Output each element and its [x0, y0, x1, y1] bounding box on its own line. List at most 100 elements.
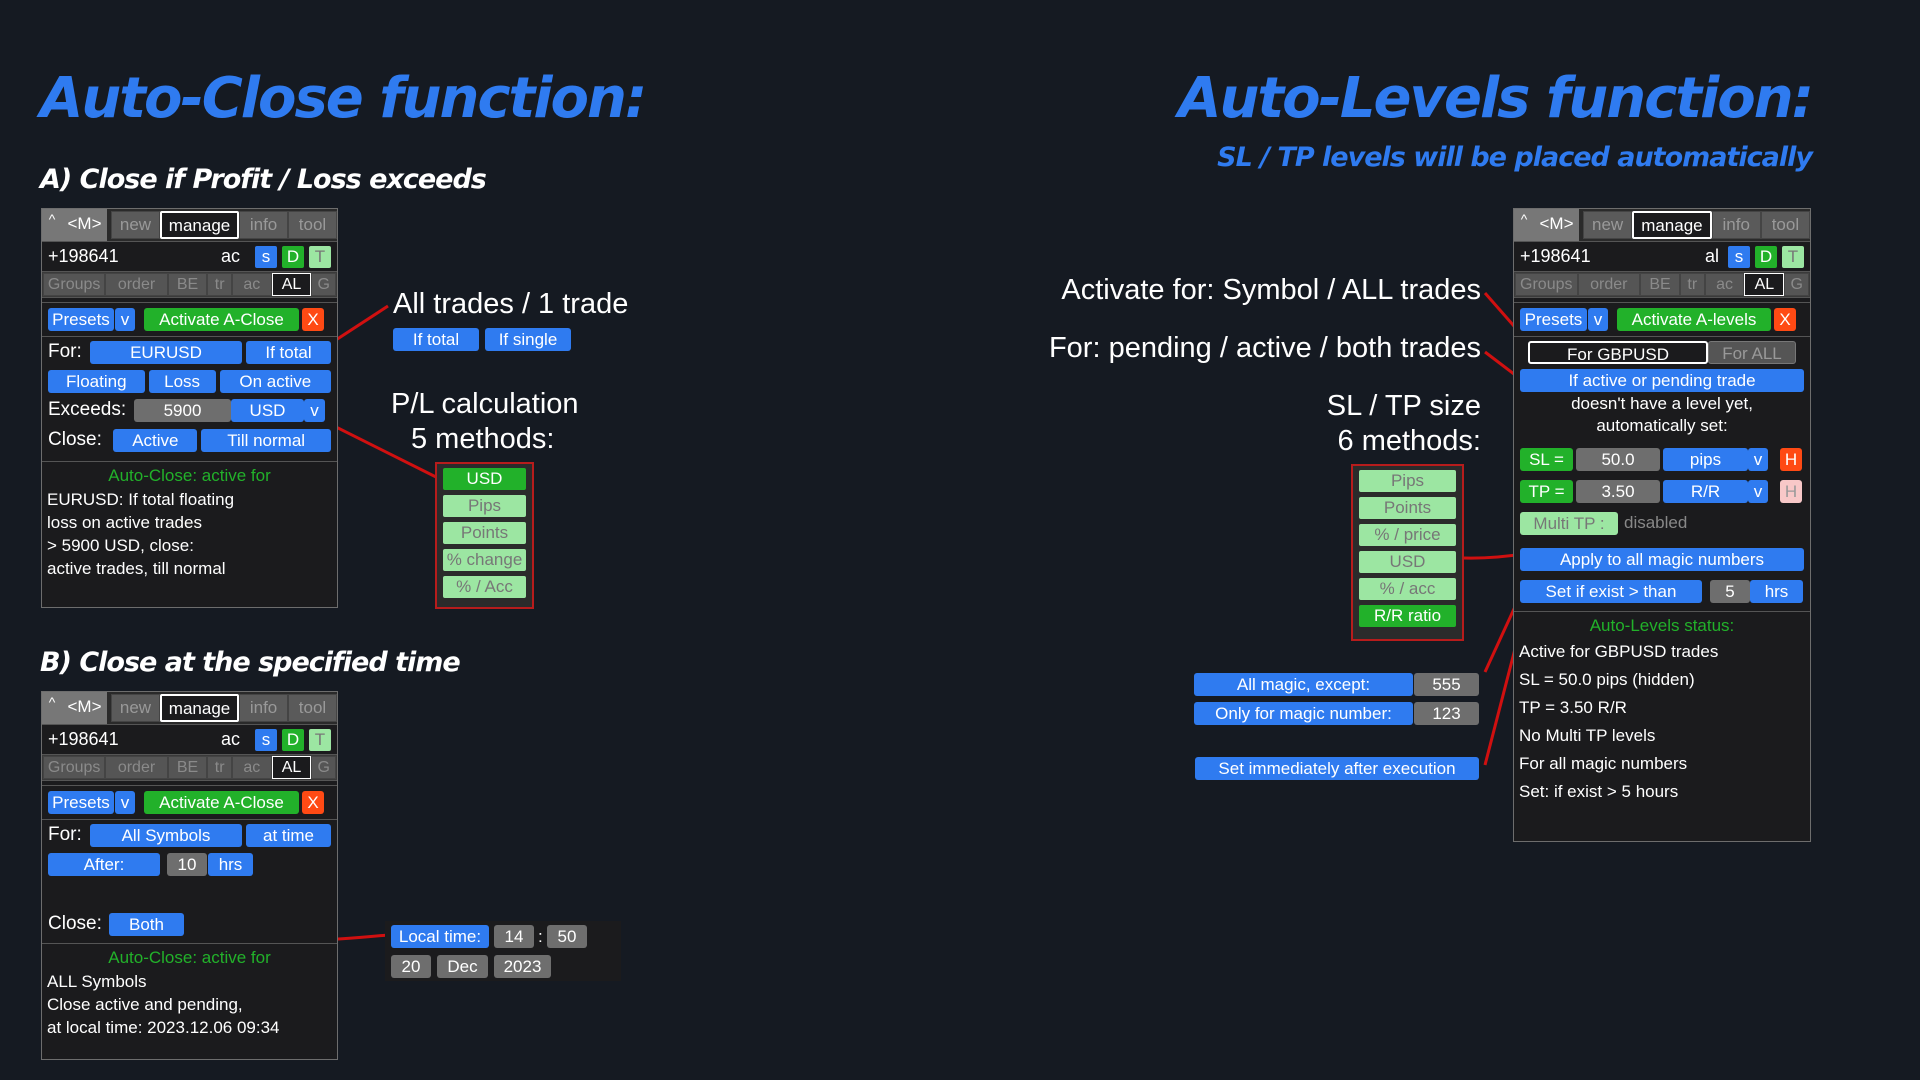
on-active-button[interactable]: On active — [219, 369, 331, 393]
groups-tab[interactable]: Groups — [1515, 273, 1578, 296]
multi-tp-button[interactable]: Multi TP : — [1520, 511, 1618, 535]
al-tab[interactable]: AL — [271, 756, 312, 779]
close-x-button[interactable]: X — [302, 791, 324, 814]
local-time-label[interactable]: Local time: — [391, 925, 489, 948]
presets-dropdown[interactable]: v — [115, 308, 135, 331]
set-if-exist-unit[interactable]: hrs — [1750, 579, 1803, 603]
tab-new[interactable]: new — [1583, 211, 1633, 239]
exceeds-input[interactable]: 5900 — [134, 398, 231, 422]
only-magic-label[interactable]: Only for magic number: — [1194, 702, 1413, 725]
d-button[interactable]: D — [282, 728, 304, 751]
t-button[interactable]: T — [309, 728, 331, 751]
s-button[interactable]: s — [255, 728, 277, 751]
sl-input[interactable]: 50.0 — [1576, 447, 1660, 471]
unit-button[interactable]: USD — [231, 398, 304, 422]
method-points[interactable]: Points — [1359, 497, 1456, 519]
close-x-button[interactable]: X — [1774, 308, 1796, 331]
presets-button[interactable]: Presets — [48, 791, 114, 814]
presets-button[interactable]: Presets — [48, 308, 114, 331]
hour-input[interactable]: 14 — [494, 925, 534, 948]
groups-tab[interactable]: Groups — [43, 273, 106, 296]
ac-tab[interactable]: ac — [1704, 273, 1745, 296]
ac-tab[interactable]: ac — [231, 273, 272, 296]
tp-unit-button[interactable]: R/R — [1663, 479, 1748, 503]
tab-tool[interactable]: tool — [1760, 211, 1810, 239]
for-all-button[interactable]: For ALL — [1708, 340, 1796, 364]
method-pips[interactable]: Pips — [1359, 470, 1456, 492]
sl-unit-dropdown[interactable]: v — [1748, 447, 1768, 471]
tab-info[interactable]: info — [239, 694, 289, 722]
tab-new[interactable]: new — [111, 211, 160, 239]
be-tab[interactable]: BE — [167, 756, 208, 779]
tp-hidden-toggle[interactable]: H — [1780, 479, 1802, 503]
all-magic-except-label[interactable]: All magic, except: — [1194, 673, 1413, 696]
tab-info[interactable]: info — [1711, 211, 1761, 239]
for-symbol-button[interactable]: For GBPUSD — [1528, 340, 1708, 364]
t-button[interactable]: T — [1782, 245, 1804, 268]
magic-except-input[interactable]: 555 — [1414, 673, 1479, 696]
g-tab[interactable]: G — [311, 756, 337, 779]
s-button[interactable]: s — [255, 245, 277, 268]
tab-tool[interactable]: tool — [288, 211, 337, 239]
after-button[interactable]: After: — [48, 852, 160, 876]
tab-tool[interactable]: tool — [288, 694, 337, 722]
collapse-caret-button[interactable]: ^ — [1514, 209, 1534, 241]
minute-input[interactable]: 50 — [547, 925, 587, 948]
magic-button[interactable]: <M> — [1534, 209, 1579, 241]
apply-magic-button[interactable]: Apply to all magic numbers — [1520, 547, 1804, 571]
magic-button[interactable]: <M> — [62, 692, 107, 724]
method-percent-acc[interactable]: % / Acc — [443, 576, 526, 598]
g-tab[interactable]: G — [311, 273, 337, 296]
close-active-button[interactable]: Active — [113, 428, 198, 452]
tr-tab[interactable]: tr — [207, 756, 232, 779]
close-x-button[interactable]: X — [302, 308, 324, 331]
s-button[interactable]: s — [1728, 245, 1750, 268]
floating-button[interactable]: Floating — [48, 369, 145, 393]
tab-info[interactable]: info — [239, 211, 289, 239]
tab-manage[interactable]: manage — [159, 694, 240, 722]
scope-button[interactable]: If total — [246, 340, 331, 364]
presets-dropdown[interactable]: v — [115, 791, 135, 814]
month-input[interactable]: Dec — [437, 955, 488, 978]
magic-button[interactable]: <M> — [62, 209, 107, 241]
presets-button[interactable]: Presets — [1520, 308, 1587, 331]
set-if-exist-button[interactable]: Set if exist > than — [1520, 579, 1702, 603]
unit-dropdown[interactable]: v — [304, 398, 325, 422]
loss-button[interactable]: Loss — [148, 369, 216, 393]
set-if-exist-input[interactable]: 5 — [1710, 579, 1750, 603]
al-tab[interactable]: AL — [1744, 273, 1785, 296]
tab-new[interactable]: new — [111, 694, 160, 722]
groups-tab[interactable]: Groups — [43, 756, 106, 779]
al-tab[interactable]: AL — [271, 273, 312, 296]
till-normal-button[interactable]: Till normal — [201, 428, 331, 452]
ac-tab[interactable]: ac — [231, 756, 272, 779]
method-usd[interactable]: USD — [1359, 551, 1456, 573]
method-usd[interactable]: USD — [443, 468, 526, 490]
scope-button[interactable]: at time — [246, 823, 331, 847]
order-tab[interactable]: order — [1577, 273, 1641, 296]
collapse-caret-button[interactable]: ^ — [42, 209, 62, 241]
symbol-button[interactable]: All Symbols — [90, 823, 242, 847]
after-unit-button[interactable]: hrs — [208, 852, 253, 876]
magic-only-input[interactable]: 123 — [1414, 702, 1479, 725]
sl-hidden-toggle[interactable]: H — [1780, 447, 1802, 471]
order-tab[interactable]: order — [105, 756, 168, 779]
method-percent-change[interactable]: % change — [443, 549, 526, 571]
tr-tab[interactable]: tr — [1679, 273, 1705, 296]
activate-button[interactable]: Activate A-Close — [144, 791, 299, 814]
d-button[interactable]: D — [282, 245, 304, 268]
method-rr-ratio[interactable]: R/R ratio — [1359, 605, 1456, 627]
method-pips[interactable]: Pips — [443, 495, 526, 517]
close-both-button[interactable]: Both — [109, 912, 184, 936]
t-button[interactable]: T — [309, 245, 331, 268]
method-percent-price[interactable]: % / price — [1359, 524, 1456, 546]
method-points[interactable]: Points — [443, 522, 526, 544]
tab-manage[interactable]: manage — [159, 211, 240, 239]
g-tab[interactable]: G — [1784, 273, 1810, 296]
after-input[interactable]: 10 — [167, 852, 207, 876]
activate-button[interactable]: Activate A-Close — [144, 308, 299, 331]
year-input[interactable]: 2023 — [494, 955, 551, 978]
tr-tab[interactable]: tr — [207, 273, 232, 296]
day-input[interactable]: 20 — [391, 955, 431, 978]
presets-dropdown[interactable]: v — [1588, 308, 1608, 331]
